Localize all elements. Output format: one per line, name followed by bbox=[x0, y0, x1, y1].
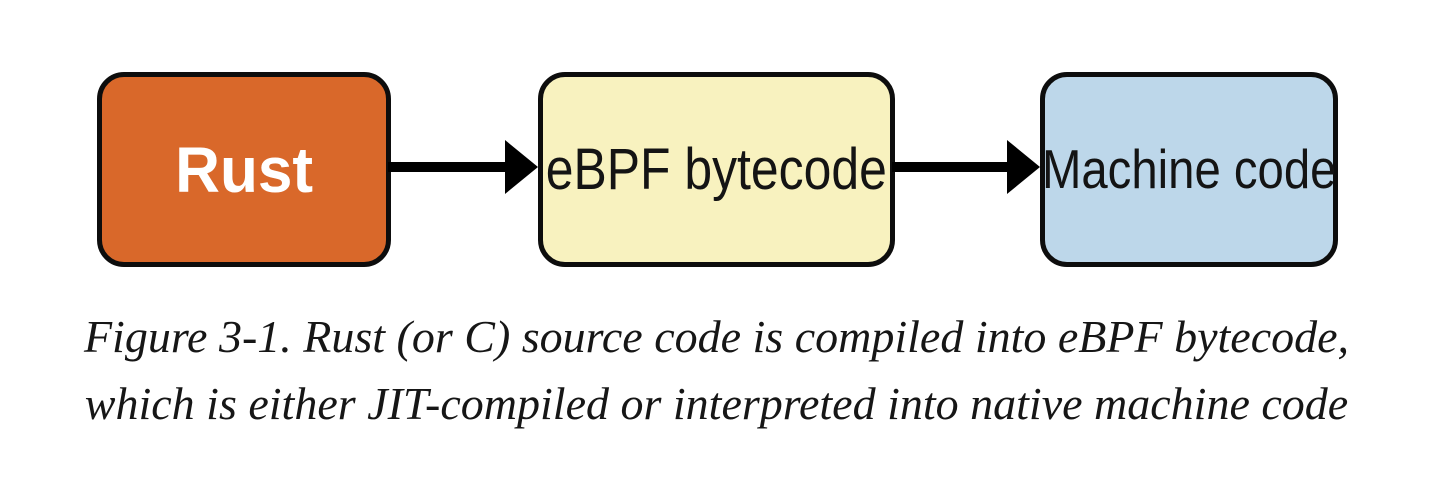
figure-caption-line-1: Figure 3-1. Rust (or C) source code is c… bbox=[83, 311, 1350, 362]
figure-caption: Figure 3-1. Rust (or C) source code is c… bbox=[0, 303, 1433, 437]
arrow-rust-to-bytecode-icon bbox=[388, 140, 538, 194]
node-rust-label: Rust bbox=[175, 133, 313, 206]
arrow-bytecode-to-machine-icon bbox=[892, 140, 1040, 194]
node-machine-code-label: Machine code bbox=[1041, 138, 1337, 200]
node-rust: Rust bbox=[97, 72, 391, 267]
node-machine-code: Machine code bbox=[1040, 72, 1338, 267]
node-ebpf-bytecode: eBPF bytecode bbox=[538, 72, 895, 267]
node-ebpf-bytecode-label: eBPF bytecode bbox=[545, 136, 888, 202]
figure-caption-line-2: which is either JIT-compiled or interpre… bbox=[84, 378, 1349, 429]
